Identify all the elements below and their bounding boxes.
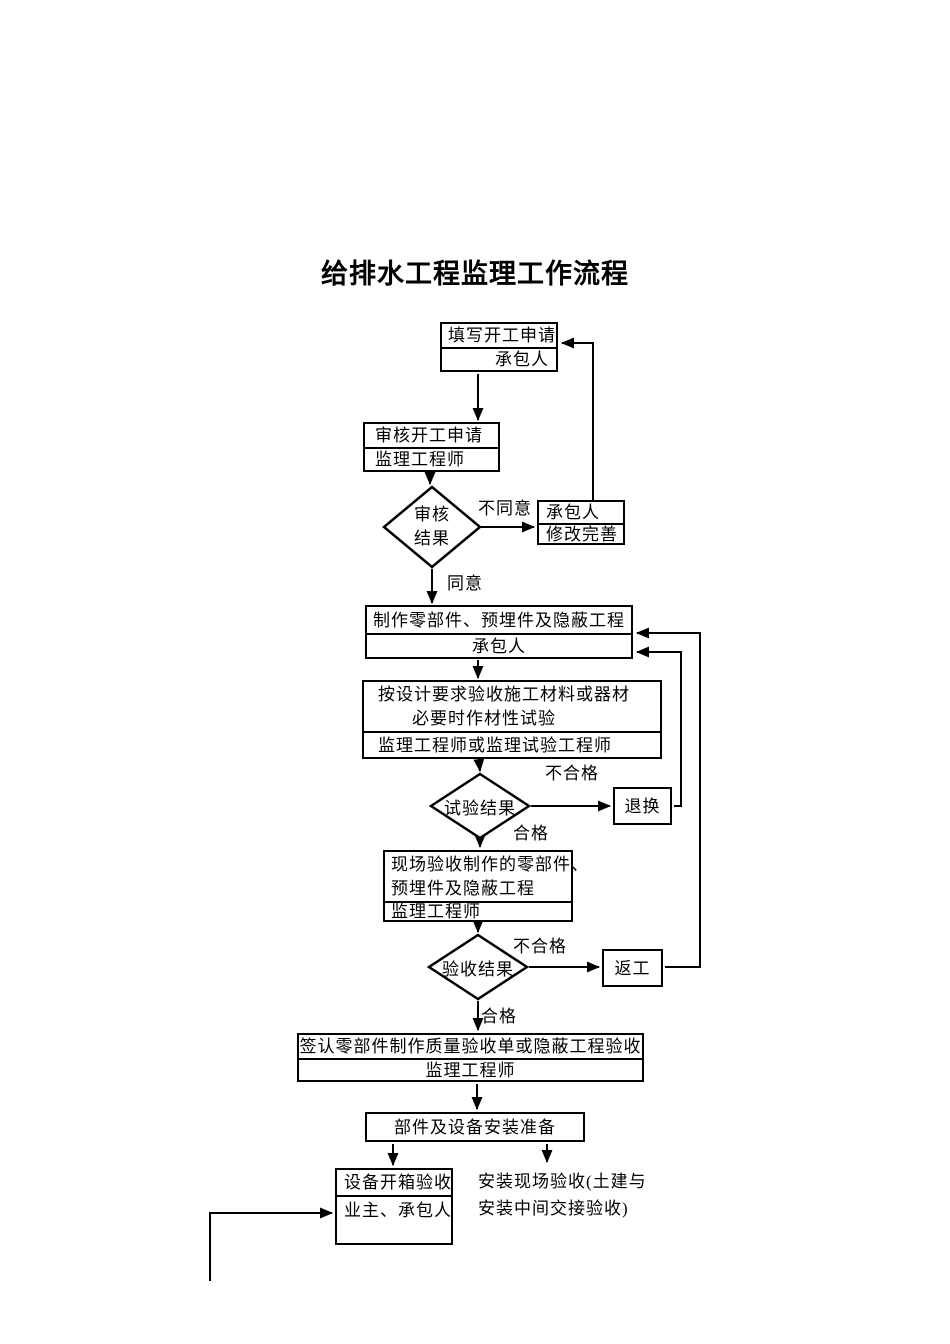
decision-acceptance-result-shape: [426, 933, 530, 1001]
node-material-inspection-actor: 监理工程师或监理试验工程师: [378, 735, 612, 755]
node-review-application: 审核开工申请 监理工程师: [363, 422, 500, 472]
decision-review-result-shape: [382, 485, 482, 569]
edge-label-test-fail: 不合格: [545, 764, 599, 783]
node-rework: 返工: [602, 949, 663, 987]
node-return-exchange: 退换: [613, 787, 672, 825]
connector-material-to-test: [473, 758, 485, 772]
node-unboxing-acceptance: 设备开箱验收 业主、承包人: [335, 1168, 453, 1245]
node-revise-line2: 修改完善: [546, 524, 618, 544]
node-unboxing-acceptance-actor: 业主、承包人: [344, 1201, 452, 1220]
node-material-inspection: 按设计要求验收施工材料或器材 必要时作材性试验 监理工程师或监理试验工程师: [362, 680, 662, 759]
node-site-acceptance-body: 现场验收制作的零部件、 预埋件及隐蔽工程: [385, 852, 589, 903]
node-site-acceptance: 现场验收制作的零部件、 预埋件及隐蔽工程 监理工程师: [383, 850, 589, 922]
connector-incoming-to-unboxing: [209, 1207, 333, 1281]
decision-test-result-label: 试验结果: [444, 799, 516, 818]
node-fill-application-actor: 承包人: [495, 350, 549, 369]
node-sign-acceptance: 签认零部件制作质量验收单或隐蔽工程验收 监理工程师: [297, 1033, 644, 1082]
node-install-preparation-label: 部件及设备安装准备: [394, 1117, 556, 1137]
page-title: 给排水工程监理工作流程: [321, 259, 629, 289]
node-material-inspection-line1: 按设计要求验收施工材料或器材: [378, 684, 630, 704]
edge-label-acceptance-fail: 不合格: [513, 937, 567, 956]
node-unboxing-acceptance-title: 设备开箱验收: [337, 1170, 451, 1197]
node-fill-application: 填写开工申请 承包人: [440, 322, 558, 372]
connector-rework-feedback: [636, 627, 701, 968]
edge-label-agree: 同意: [447, 574, 483, 593]
note-install-site-line1: 安装现场验收(土建与: [478, 1172, 647, 1191]
node-return-exchange-label: 退换: [624, 796, 661, 816]
edge-label-disagree: 不同意: [478, 499, 532, 518]
node-install-preparation: 部件及设备安装准备: [365, 1112, 585, 1142]
node-material-inspection-body: 按设计要求验收施工材料或器材 必要时作材性试验: [364, 682, 660, 733]
node-revise-line1: 承包人: [539, 502, 623, 525]
node-site-acceptance-line1: 现场验收制作的零部件、: [391, 854, 589, 874]
edge-label-test-pass: 合格: [513, 824, 549, 843]
node-fabricate: 制作零部件、预埋件及隐蔽工程 承包人: [365, 605, 633, 659]
node-revise: 承包人 修改完善: [537, 500, 625, 545]
node-sign-acceptance-title: 签认零部件制作质量验收单或隐蔽工程验收: [299, 1035, 642, 1060]
decision-acceptance-result-label: 验收结果: [442, 960, 514, 979]
edge-label-acceptance-pass: 合格: [481, 1007, 517, 1026]
node-site-acceptance-line2: 预埋件及隐蔽工程: [391, 879, 535, 899]
node-fabricate-actor: 承包人: [472, 636, 526, 656]
node-rework-label: 返工: [614, 958, 651, 978]
connector-return-feedback: [636, 646, 682, 807]
decision-review-result-line1: 审核: [414, 505, 450, 524]
node-site-acceptance-actor: 监理工程师: [391, 902, 481, 921]
node-review-application-title: 审核开工申请: [365, 424, 498, 449]
node-fabricate-title: 制作零部件、预埋件及隐蔽工程: [367, 607, 631, 635]
node-material-inspection-line2: 必要时作材性试验: [412, 709, 556, 729]
node-sign-acceptance-actor: 监理工程师: [425, 1060, 516, 1080]
decision-review-result-label: 审核 结果: [372, 503, 492, 551]
node-review-application-actor: 监理工程师: [375, 450, 465, 469]
node-fill-application-title: 填写开工申请: [442, 324, 556, 349]
decision-test-result-shape: [428, 772, 532, 840]
note-install-site-line2: 安装中间交接验收): [478, 1199, 629, 1218]
connector-revise-to-fill-feedback: [561, 337, 594, 500]
decision-review-result-line2: 结果: [414, 529, 450, 548]
